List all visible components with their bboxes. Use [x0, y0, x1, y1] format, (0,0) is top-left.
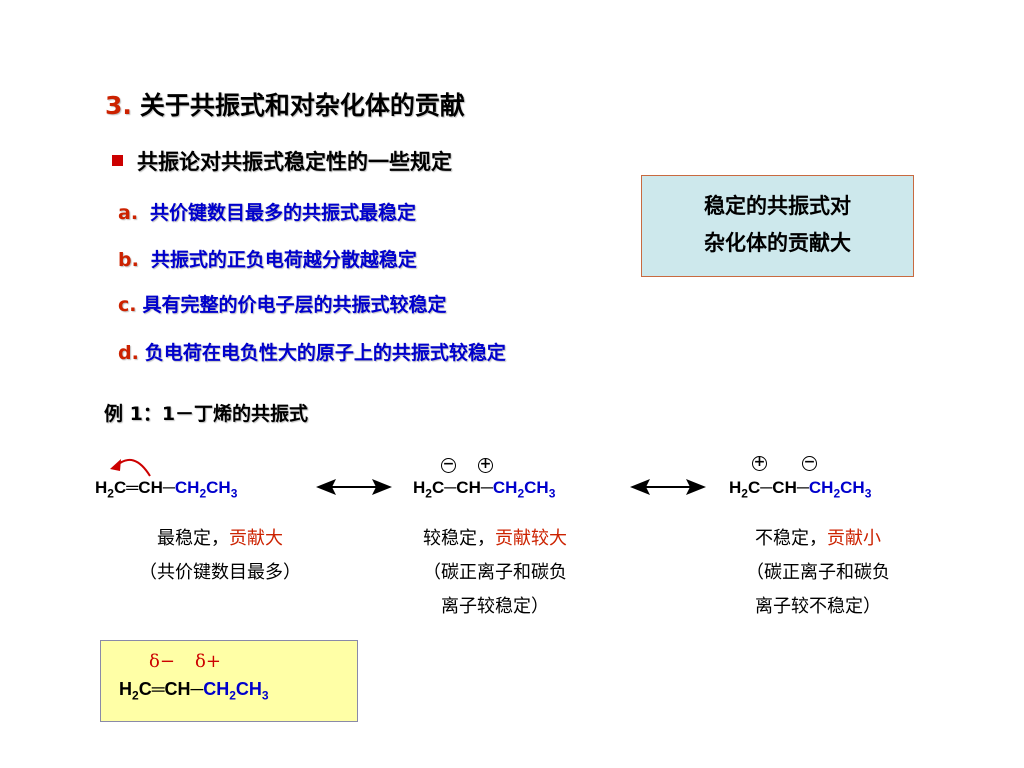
structure-3-formula: H2C─CH─CH2CH3 — [729, 478, 872, 501]
structure-3-description: 不稳定，贡献小 （碳正离子和碳负 离子较不稳定） — [746, 528, 890, 617]
delta-minus: δ− — [149, 651, 175, 672]
rule-d: d.负电荷在电负性大的原子上的共振式较稳定 — [118, 338, 506, 365]
rule-text: 共价键数目最多的共振式最稳定 — [150, 202, 417, 224]
bullet-heading: 共振论对共振式稳定性的一些规定 — [112, 146, 452, 176]
rule-text: 具有完整的价电子层的共振式较稳定 — [142, 294, 447, 316]
single-bond: ─ — [480, 478, 493, 497]
rule-a: a. 共价键数目最多的共振式最稳定 — [118, 198, 416, 225]
rule-b: b. 共振式的正负电荷越分散越稳定 — [118, 245, 417, 272]
positive-charge-icon: + — [752, 454, 767, 471]
double-bond: ═ — [126, 478, 139, 497]
negative-charge-icon: − — [802, 454, 817, 471]
partial-formula: H2C═CH─CH2CH3 — [119, 679, 269, 703]
delta-plus: δ+ — [195, 651, 221, 672]
note-line-2: 杂化体的贡献大 — [704, 231, 851, 255]
negative-charge-icon: − — [441, 456, 456, 473]
resonance-arrow-icon — [630, 479, 706, 495]
single-bond: ─ — [190, 679, 204, 699]
note-line-1: 稳定的共振式对 — [704, 194, 851, 218]
structure-2-formula: H2C─CH─CH2CH3 — [413, 478, 556, 501]
rule-c: c.具有完整的价电子层的共振式较稳定 — [118, 290, 447, 317]
page-title: 3.关于共振式和对杂化体的贡献 — [105, 86, 465, 122]
structure-1-description: 最稳定，贡献大 （共价键数目最多） — [139, 528, 301, 583]
single-bond: ─ — [162, 478, 175, 497]
resonance-arrow-icon — [316, 479, 392, 495]
title-number: 3. — [105, 91, 132, 120]
example-heading: 例 1：1－丁烯的共振式 — [104, 403, 309, 425]
rule-letter: d. — [118, 342, 139, 364]
partial-charge-box: δ− δ+ H2C═CH─CH2CH3 — [100, 640, 358, 722]
rule-letter: a. — [118, 202, 139, 224]
single-bond: ─ — [444, 478, 457, 497]
rule-text: 共振式的正负电荷越分散越稳定 — [150, 249, 417, 271]
rule-letter: c. — [118, 294, 137, 316]
structure-1-formula: H2C═CH─CH2CH3 — [95, 478, 238, 501]
single-bond: ─ — [796, 478, 809, 497]
positive-charge-icon: + — [478, 456, 493, 473]
title-text: 关于共振式和对杂化体的贡献 — [139, 91, 465, 120]
rule-text: 负电荷在电负性大的原子上的共振式较稳定 — [144, 342, 506, 364]
double-bond: ═ — [151, 679, 165, 699]
bullet-square-icon — [112, 155, 123, 166]
structure-2-description: 较稳定，贡献较大 （碳正离子和碳负 离子较稳定） — [423, 528, 567, 617]
note-box: 稳定的共振式对 杂化体的贡献大 — [641, 175, 914, 277]
bullet-heading-text: 共振论对共振式稳定性的一些规定 — [137, 150, 452, 174]
single-bond: ─ — [760, 478, 773, 497]
curved-arrow-icon — [110, 458, 151, 477]
rule-letter: b. — [118, 249, 139, 271]
